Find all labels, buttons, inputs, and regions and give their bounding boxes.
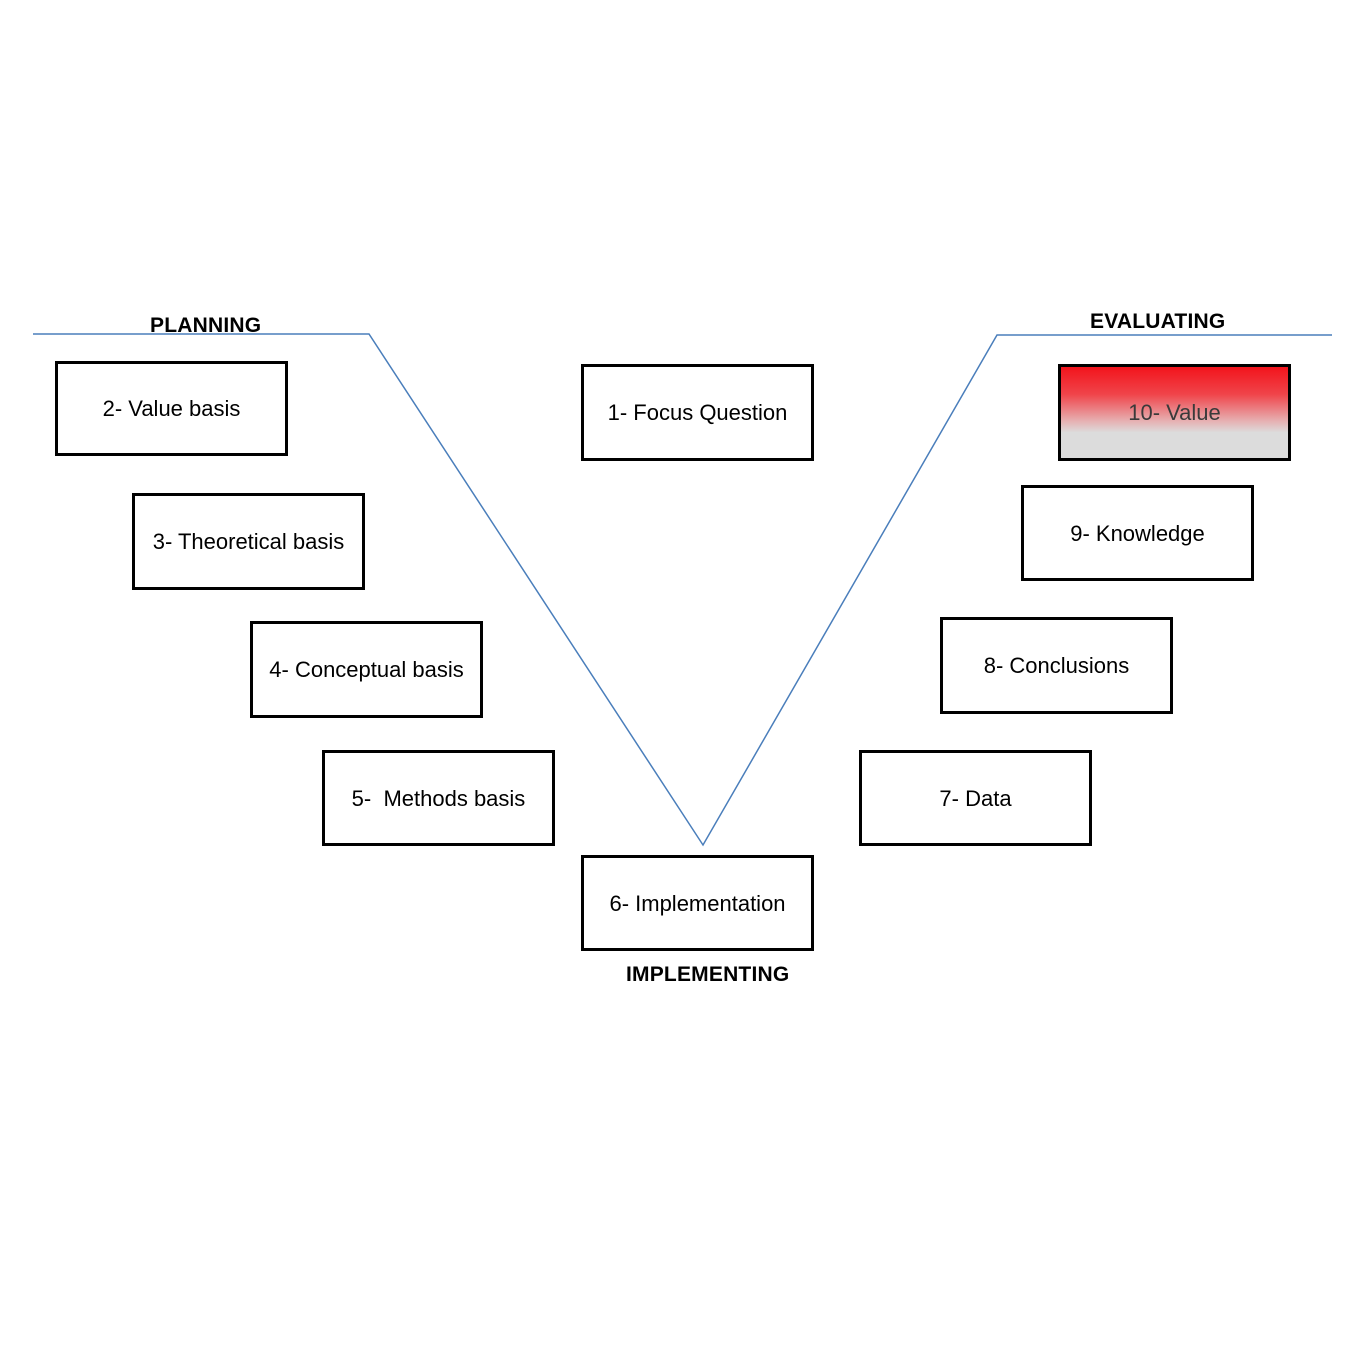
planning-heading: PLANNING [150, 314, 262, 337]
step-8-conclusions: 8- Conclusions [940, 617, 1173, 714]
step-2-label: 2- Value basis [102, 396, 241, 421]
step-5-methods-basis: 5- Methods basis [322, 750, 555, 846]
evaluating-heading: EVALUATING [1090, 310, 1226, 333]
step-10-label: 10- Value [1128, 400, 1221, 425]
step-3-theoretical-basis: 3- Theoretical basis [132, 493, 365, 590]
step-9-label: 9- Knowledge [1070, 520, 1205, 546]
step-6-label: 6- Implementation [609, 890, 786, 916]
step-4-conceptual-basis: 4- Conceptual basis [250, 621, 483, 718]
step-10-value: 10- Value [1058, 364, 1291, 461]
step-9-knowledge: 9- Knowledge [1021, 485, 1254, 581]
step-6-implementation: 6- Implementation [581, 855, 814, 951]
implementing-heading: IMPLEMENTING [626, 963, 790, 986]
step-7-label: 7- Data [939, 785, 1012, 811]
step-8-label: 8- Conclusions [983, 653, 1130, 678]
step-2-value-basis: 2- Value basis [55, 361, 288, 456]
vee-line [33, 333, 1332, 847]
step-7-data: 7- Data [859, 750, 1092, 846]
step-4-label: 4- Conceptual basis [269, 657, 464, 682]
step-3-label: 3- Theoretical basis [152, 529, 345, 554]
step-1-label: 1- Focus Question [607, 400, 788, 425]
step-1-focus-question: 1- Focus Question [581, 364, 814, 461]
step-5-label: 5- Methods basis [351, 785, 526, 811]
